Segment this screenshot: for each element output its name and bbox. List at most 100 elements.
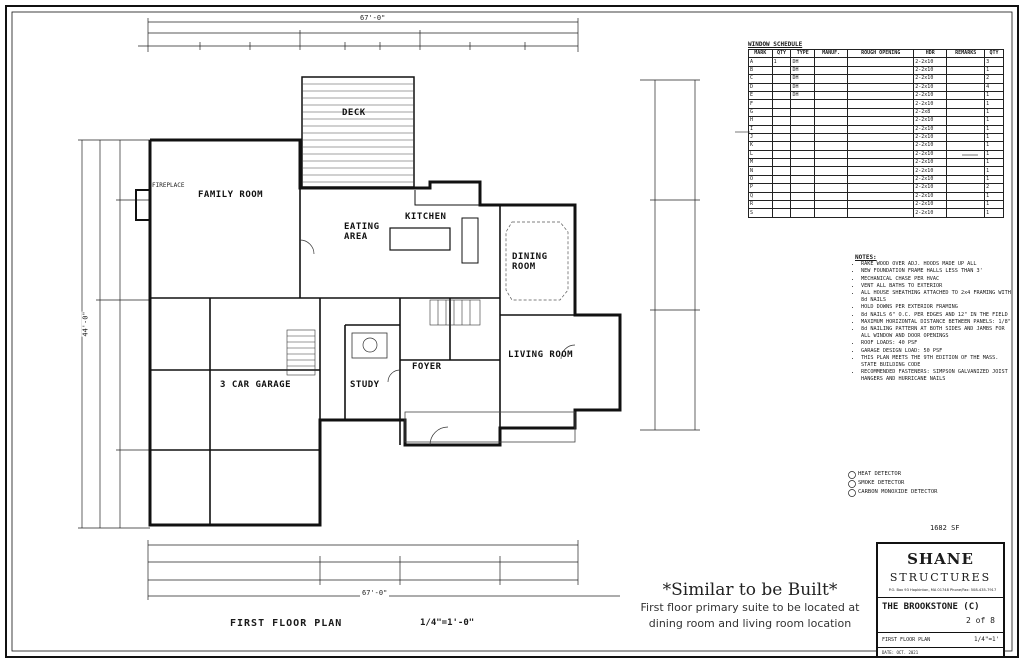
schedule-header-cell: MARK <box>748 48 773 59</box>
schedule-cell: 2-2x10 <box>913 174 948 185</box>
schedule-cell: K <box>748 141 773 151</box>
schedule-cell <box>814 82 849 92</box>
schedule-cell <box>771 90 792 101</box>
project-name: THE BROOKSTONE (C) <box>882 602 980 612</box>
schedule-cell: 1 <box>984 200 1004 210</box>
schedule-cell: 2-2x10 <box>913 132 948 143</box>
plan-title: FIRST FLOOR PLAN <box>230 618 343 629</box>
schedule-cell: 1 <box>984 124 1004 134</box>
schedule-cell <box>771 132 792 143</box>
schedule-cell <box>814 183 849 193</box>
schedule-cell <box>771 65 792 76</box>
schedule-cell <box>771 82 792 92</box>
schedule-header-cell: QTY <box>771 48 792 59</box>
schedule-cell <box>847 183 915 193</box>
schedule-cell <box>847 166 915 176</box>
list-item: 8d NAILING PATTERN AT BOTH SIDES AND JAM… <box>861 326 1015 340</box>
schedule-cell <box>771 149 792 160</box>
company-name-line-2: STRUCTURES <box>889 571 992 584</box>
schedule-cell: 1 <box>984 208 1004 218</box>
schedule-cell: B <box>748 65 773 76</box>
room-foyer: FOYER <box>412 362 442 372</box>
drawing-date: DATE: OCT. 2021 <box>882 650 919 655</box>
schedule-cell <box>847 99 915 109</box>
schedule-header-cell: HDR <box>913 48 948 59</box>
schedule-cell <box>946 149 986 160</box>
schedule-cell <box>847 82 915 92</box>
list-item: VENT ALL BATHS TO EXTERIOR <box>861 283 1015 290</box>
schedule-cell <box>946 124 986 134</box>
schedule-cell <box>946 82 986 92</box>
list-item: THIS PLAN MEETS THE 9TH EDITION OF THE M… <box>861 355 1015 369</box>
schedule-cell <box>946 174 986 185</box>
schedule-cell <box>790 149 816 160</box>
schedule-cell <box>771 208 792 218</box>
schedule-cell: 2-2x10 <box>913 158 948 168</box>
schedule-cell <box>946 99 986 109</box>
schedule-cell <box>946 90 986 101</box>
legend-item: HEAT DETECTOR <box>858 471 902 477</box>
schedule-cell: H <box>748 116 773 126</box>
schedule-cell: 1 <box>984 158 1004 168</box>
schedule-cell: J <box>748 132 773 143</box>
room-dining: DINING ROOM <box>512 252 548 272</box>
schedule-cell <box>771 191 792 202</box>
schedule-cell: 1 <box>984 99 1004 109</box>
schedule-cell <box>814 200 849 210</box>
schedule-cell: 2-2x10 <box>913 191 948 202</box>
schedule-cell <box>790 191 816 202</box>
schedule-header-cell: ROUGH OPENING <box>847 48 915 59</box>
schedule-cell <box>847 208 915 218</box>
schedule-cell <box>771 124 792 134</box>
schedule-cell <box>946 183 986 193</box>
schedule-cell: I <box>748 124 773 134</box>
list-item: NEW FOUNDATION FRAME HALLS LESS THAN 3' <box>861 268 1015 275</box>
schedule-cell: N <box>748 166 773 176</box>
schedule-cell: L <box>748 149 773 160</box>
schedule-cell <box>847 65 915 76</box>
caption-line-1: First floor primary suite to be located … <box>640 601 860 614</box>
schedule-cell <box>814 208 849 218</box>
list-item: 8d NAILS 6" O.C. PER EDGES AND 12" IN TH… <box>861 312 1015 319</box>
table-row: M 2-2x10 1 <box>748 158 1004 168</box>
schedule-cell <box>847 200 915 210</box>
schedule-cell <box>790 174 816 185</box>
floor-area: 1682 SF <box>930 524 960 532</box>
schedule-cell: DH <box>790 82 816 92</box>
schedule-cell: 2-2x10 <box>913 74 948 84</box>
schedule-cell: G <box>748 107 773 118</box>
schedule-cell: 2-2x10 <box>913 57 948 67</box>
schedule-cell <box>847 149 915 160</box>
schedule-cell <box>847 90 915 101</box>
schedule-cell: 2-2x10 <box>913 99 948 109</box>
schedule-cell: 2-2x10 <box>913 166 948 176</box>
schedule-cell <box>847 107 915 118</box>
schedule-cell: M <box>748 158 773 168</box>
schedule-cell: 2-2x8 <box>913 107 948 118</box>
schedule-cell <box>814 90 849 101</box>
notes-list: RAKE WOOD OVER ADJ. HOODS MADE UP ALLNEW… <box>855 261 1015 383</box>
schedule-cell <box>847 57 915 67</box>
room-kitchen: KITCHEN <box>405 212 447 222</box>
schedule-cell: 2-2x10 <box>913 82 948 92</box>
schedule-cell <box>814 141 849 151</box>
schedule-cell <box>847 158 915 168</box>
room-deck: DECK <box>342 108 366 118</box>
schedule-cell <box>814 107 849 118</box>
list-item: RAKE WOOD OVER ADJ. HOODS MADE UP ALL <box>861 261 1015 268</box>
schedule-cell <box>946 132 986 143</box>
schedule-cell: 2-2x10 <box>913 149 948 160</box>
overall-width-dimension-bottom: 67'-0" <box>360 589 390 597</box>
schedule-cell: 2-2x10 <box>913 200 948 210</box>
schedule-cell: O <box>748 174 773 185</box>
schedule-cell: S <box>748 208 773 218</box>
room-living: LIVING ROOM <box>508 350 574 360</box>
